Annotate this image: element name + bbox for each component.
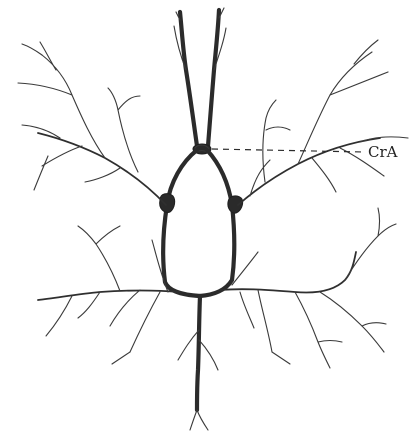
- ventral-nerve-cord: [178, 296, 218, 430]
- upper-left-nerve-tree: [18, 42, 166, 205]
- lower-right-nerve-tree: [220, 208, 396, 368]
- cra-leader-line: [212, 149, 364, 152]
- nerve-ring: [163, 150, 234, 296]
- right-ganglion: [228, 196, 243, 213]
- cra-label: CrA: [368, 143, 398, 161]
- cra-annotation: CrA: [212, 143, 398, 161]
- left-ganglion: [160, 194, 175, 213]
- upper-right-nerve-tree: [238, 40, 408, 205]
- upper-nerve-pair: [174, 8, 226, 146]
- lower-left-nerve-tree: [38, 226, 180, 364]
